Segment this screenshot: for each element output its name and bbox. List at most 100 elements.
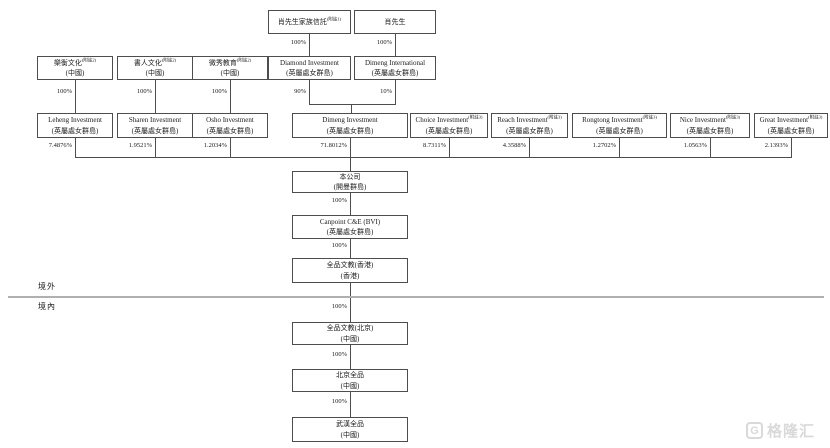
- node-location: (開曼群島): [333, 183, 367, 191]
- pct-label: 4.3588%: [502, 142, 526, 149]
- node-location: (英屬處女群島): [371, 69, 419, 77]
- node-location: (英屬處女群島): [596, 126, 643, 135]
- connector-line: [529, 138, 530, 157]
- onshore-label: 境內: [38, 302, 56, 311]
- node-location: (英屬處女群島): [326, 228, 374, 236]
- pct-label: 100%: [211, 88, 227, 95]
- node-dimeng-investment: Dimeng Investment (英屬處女群島): [292, 113, 408, 138]
- node-name: Leheng Investment: [48, 116, 102, 125]
- node-location: (中國): [145, 69, 165, 77]
- gelonghui-watermark: G 格隆汇: [746, 420, 815, 441]
- pct-label: 1.0563%: [683, 142, 707, 149]
- connector-line: [230, 138, 231, 157]
- note-superscript: (附註2): [81, 57, 97, 63]
- node-sharen-investment: Sharen Investment (英屬處女群島): [117, 113, 193, 138]
- pct-label: 1.9521%: [128, 142, 152, 149]
- node-location: (英屬處女群島): [286, 69, 333, 77]
- connector-line: [350, 193, 351, 215]
- connector-line: [350, 239, 351, 258]
- connector-line: [350, 157, 351, 171]
- node-name: Canpoint C&E (BVI): [319, 217, 381, 226]
- node-shuren-culture: 書人文化(附註2) (中國): [117, 56, 193, 80]
- node-rongtong-investment: Rongtong Investment(附註3) (英屬處女群島): [572, 113, 667, 138]
- connector-line: [155, 80, 156, 113]
- node-location: (英屬處女群島): [767, 126, 815, 135]
- pct-label: 7.4876%: [48, 142, 72, 149]
- node-canpoint-ce-bvi: Canpoint C&E (BVI) (英屬處女群島): [292, 215, 408, 239]
- pct-label: 100%: [331, 242, 347, 249]
- note-superscript: (附註1): [326, 16, 342, 22]
- node-reach-investment: Reach Investment(附註3) (英屬處女群島): [491, 113, 568, 138]
- connector-line: [449, 138, 450, 157]
- connector-line: [350, 138, 351, 157]
- gelonghui-logo-icon: G: [746, 422, 763, 439]
- node-name: 武漢全品: [336, 420, 364, 429]
- node-location: (中國): [220, 69, 240, 77]
- node-location: (英屬處女群島): [425, 126, 473, 135]
- pct-label: 1.2702%: [592, 142, 616, 149]
- node-name: Rongtong Investment(附註3): [582, 115, 657, 125]
- connector-line: [395, 80, 396, 104]
- node-location: (英屬處女群島): [326, 126, 374, 135]
- node-quanpin-hk: 全品文教(香港) (香港): [292, 258, 408, 283]
- node-location: (英屬處女群島): [686, 126, 734, 135]
- pct-label: 8.7311%: [422, 142, 446, 149]
- node-name: 本公司: [339, 172, 361, 181]
- node-choice-investment: Choice Investment(附註3) (英屬處女群島): [410, 113, 488, 138]
- connector-line: [309, 34, 310, 56]
- connector-line: [309, 80, 310, 104]
- node-location: (中國): [65, 69, 85, 77]
- node-name: Great Investment(附註3): [759, 115, 823, 125]
- node-leheng-culture: 樂衡文化(附註2) (中國): [37, 56, 113, 80]
- pct-label: 100%: [136, 88, 152, 95]
- node-the-company: 本公司 (開曼群島): [292, 171, 408, 193]
- pct-label: 100%: [331, 197, 347, 204]
- node-name: 微秀教育(附註2): [208, 57, 252, 67]
- note-superscript: (附註3): [468, 115, 483, 121]
- node-weixiu-education: 微秀教育(附註2) (中國): [192, 56, 268, 80]
- node-name: Choice Investment(附註3): [415, 115, 483, 125]
- pct-label: 1.2034%: [203, 142, 227, 149]
- node-wuhan-quanpin: 武漢全品 (中國): [292, 417, 408, 442]
- connector-line: [75, 80, 76, 113]
- connector-line: [350, 392, 351, 417]
- node-name: 北京全品: [336, 371, 364, 380]
- node-dimeng-international: Dimeng International (英屬處女群島): [354, 56, 436, 80]
- node-name: 全品文教(北京): [326, 324, 374, 333]
- pct-label: 100%: [376, 39, 392, 46]
- node-name: Diamond Investment: [280, 58, 339, 67]
- note-superscript: (附註3): [725, 115, 741, 121]
- node-location: (英屬處女群島): [51, 126, 99, 135]
- connector-line: [395, 34, 396, 56]
- onshore-offshore-divider: [8, 296, 824, 298]
- node-location: (英屬處女群島): [206, 126, 254, 135]
- offshore-label: 境外: [38, 282, 56, 291]
- pct-label: 2.1393%: [764, 142, 788, 149]
- node-name: 全品文教(香港): [326, 261, 374, 270]
- node-location: (中國): [340, 430, 360, 439]
- node-name: Nice Investment(附註3): [679, 115, 741, 125]
- node-name: 肖先生家族信託(附註1): [277, 16, 342, 26]
- gelonghui-logo-text: 格隆汇: [767, 423, 816, 440]
- note-superscript: (附註3): [808, 115, 823, 121]
- node-mr-xiao: 肖先生: [354, 10, 436, 34]
- note-superscript: (附註2): [236, 57, 252, 63]
- node-diamond-investment: Diamond Investment (英屬處女群島): [268, 56, 351, 80]
- node-name: 肖先生: [384, 17, 406, 26]
- node-location: (中國): [340, 381, 360, 390]
- node-name: 樂衡文化(附註2): [53, 57, 97, 67]
- pct-label: 71.8012%: [320, 142, 347, 149]
- note-superscript: (附註3): [642, 115, 657, 121]
- connector-line: [309, 104, 396, 105]
- connector-line: [351, 104, 352, 113]
- node-name: Sharen Investment: [128, 116, 182, 125]
- node-leheng-investment: Leheng Investment (英屬處女群島): [37, 113, 113, 138]
- pct-label: 90%: [294, 88, 306, 95]
- connector-line: [791, 138, 792, 157]
- connector-line: [710, 138, 711, 157]
- connector-line: [155, 138, 156, 157]
- node-osho-investment: Osho Investment (英屬處女群島): [192, 113, 268, 138]
- node-quanpin-beijing: 全品文教(北京) (中國): [292, 322, 408, 345]
- pct-label: 100%: [331, 303, 347, 310]
